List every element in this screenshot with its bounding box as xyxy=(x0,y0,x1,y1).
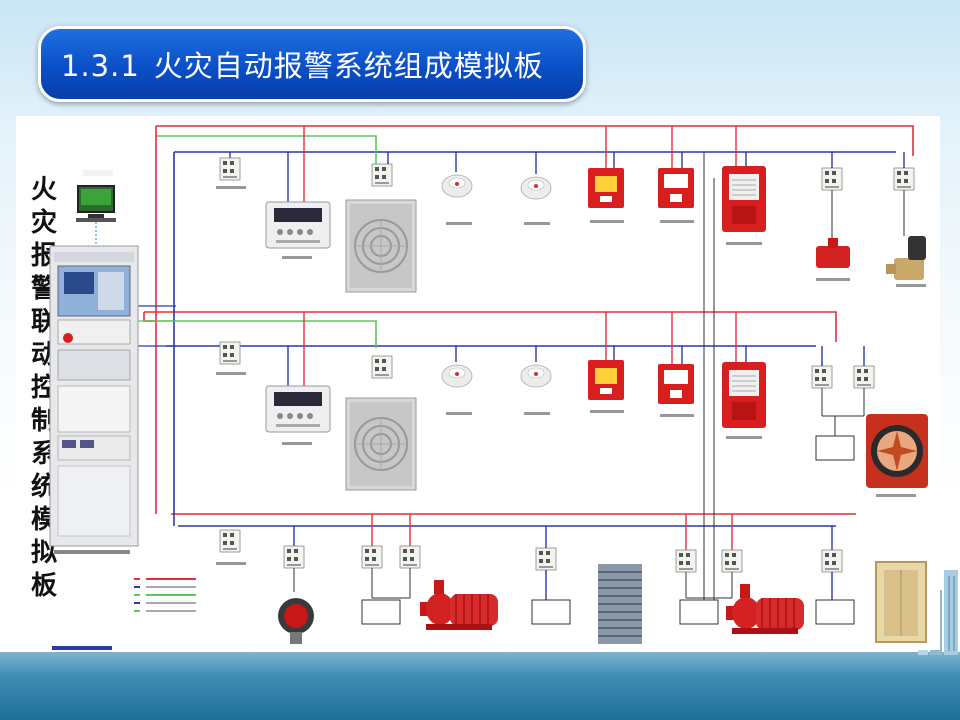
hydrant-button-icon xyxy=(658,364,694,404)
smoke-detector-icon xyxy=(520,364,552,388)
monitor-icon xyxy=(76,170,116,246)
pump-icon xyxy=(419,579,499,631)
control-module-icon xyxy=(811,365,833,389)
pressure-switch-icon xyxy=(278,598,314,644)
pump-icon xyxy=(725,583,805,635)
fan-icon xyxy=(866,414,928,488)
input-module-icon xyxy=(371,163,393,187)
input-module-icon xyxy=(821,167,843,191)
isolator-module-icon xyxy=(219,529,241,553)
manual-alarm-button-icon xyxy=(588,360,624,400)
feedback-module-icon xyxy=(721,549,743,573)
title-banner: 1.3.1 火灾自动报警系统组成模拟板 xyxy=(38,26,586,102)
title-text: 火灾自动报警系统组成模拟板 xyxy=(153,49,544,83)
display-panel-icon xyxy=(265,201,331,249)
bottom-decor-band xyxy=(0,652,960,720)
control-module-icon xyxy=(675,549,697,573)
speaker-icon xyxy=(345,397,417,491)
control-module-icon xyxy=(893,167,915,191)
control-module-icon xyxy=(361,545,383,569)
shutter-door-icon xyxy=(598,564,642,644)
control-module-icon xyxy=(535,547,557,571)
legend-lines xyxy=(52,550,196,650)
row-3-devices xyxy=(216,514,927,644)
simulation-board: 火 灾 报 警 联 动 控 制 系 统 模 拟 板 xyxy=(16,116,940,650)
wiring-diagram xyxy=(49,125,928,650)
display-panel-icon xyxy=(265,385,331,433)
feedback-module-icon xyxy=(853,365,875,389)
page-title: 1.3.1 火灾自动报警系统组成模拟板 xyxy=(61,43,544,85)
isolator-module-icon xyxy=(219,157,241,181)
row-2-devices xyxy=(216,312,928,497)
flow-switch-icon xyxy=(816,238,850,268)
title-number: 1.3.1 xyxy=(61,49,140,83)
smoke-detector-icon xyxy=(441,364,473,388)
row-1-devices xyxy=(216,126,926,293)
smoke-detector-icon xyxy=(441,174,473,198)
input-module-icon xyxy=(371,355,393,379)
input-module-icon xyxy=(283,545,305,569)
smoke-detector-icon xyxy=(520,176,552,200)
sound-light-alarm-icon xyxy=(721,361,767,429)
control-cabinet-icon xyxy=(49,245,139,547)
control-module-icon xyxy=(821,549,843,573)
bus-lines xyxy=(138,125,914,616)
feedback-module-icon xyxy=(399,545,421,569)
hydrant-button-icon xyxy=(658,168,694,208)
manual-alarm-button-icon xyxy=(588,168,624,208)
solenoid-valve-icon xyxy=(886,236,926,280)
isolator-module-icon xyxy=(219,341,241,365)
speaker-icon xyxy=(345,199,417,293)
sound-light-alarm-icon xyxy=(721,165,767,233)
elevator-icon xyxy=(875,561,927,643)
